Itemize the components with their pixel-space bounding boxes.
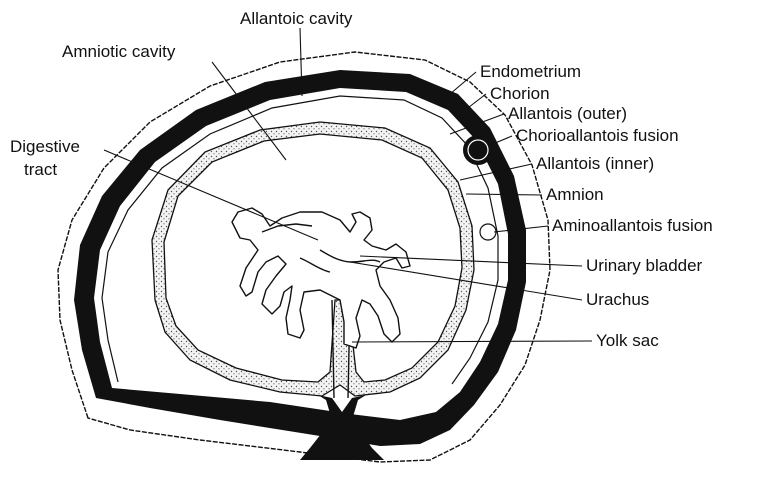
label-allantoic-cavity: Allantoic cavity <box>240 9 352 29</box>
label-endometrium: Endometrium <box>480 62 581 82</box>
label-digestive-tract-line2: tract <box>24 160 57 180</box>
leader-amnion <box>466 194 542 195</box>
label-urinary-bladder: Urinary bladder <box>586 256 702 276</box>
label-urachus: Urachus <box>586 290 649 310</box>
label-amnion: Amnion <box>546 185 604 205</box>
fetus <box>232 208 410 348</box>
leader-yolk-sac <box>352 341 592 342</box>
label-digestive-tract-line1: Digestive <box>10 137 80 157</box>
aminoallantois-fusion-marker <box>480 224 496 240</box>
label-allantois-outer: Allantois (outer) <box>508 104 627 124</box>
label-allantois-inner: Allantois (inner) <box>536 154 654 174</box>
label-amniotic-cavity: Amniotic cavity <box>62 42 175 62</box>
label-chorioallantois-fusion: Chorioallantois fusion <box>516 126 679 146</box>
label-yolk-sac: Yolk sac <box>596 331 659 351</box>
label-chorion: Chorion <box>490 84 550 104</box>
label-aminoallantois-fusion: Aminoallantois fusion <box>552 216 713 236</box>
leader-endometrium <box>450 72 476 94</box>
